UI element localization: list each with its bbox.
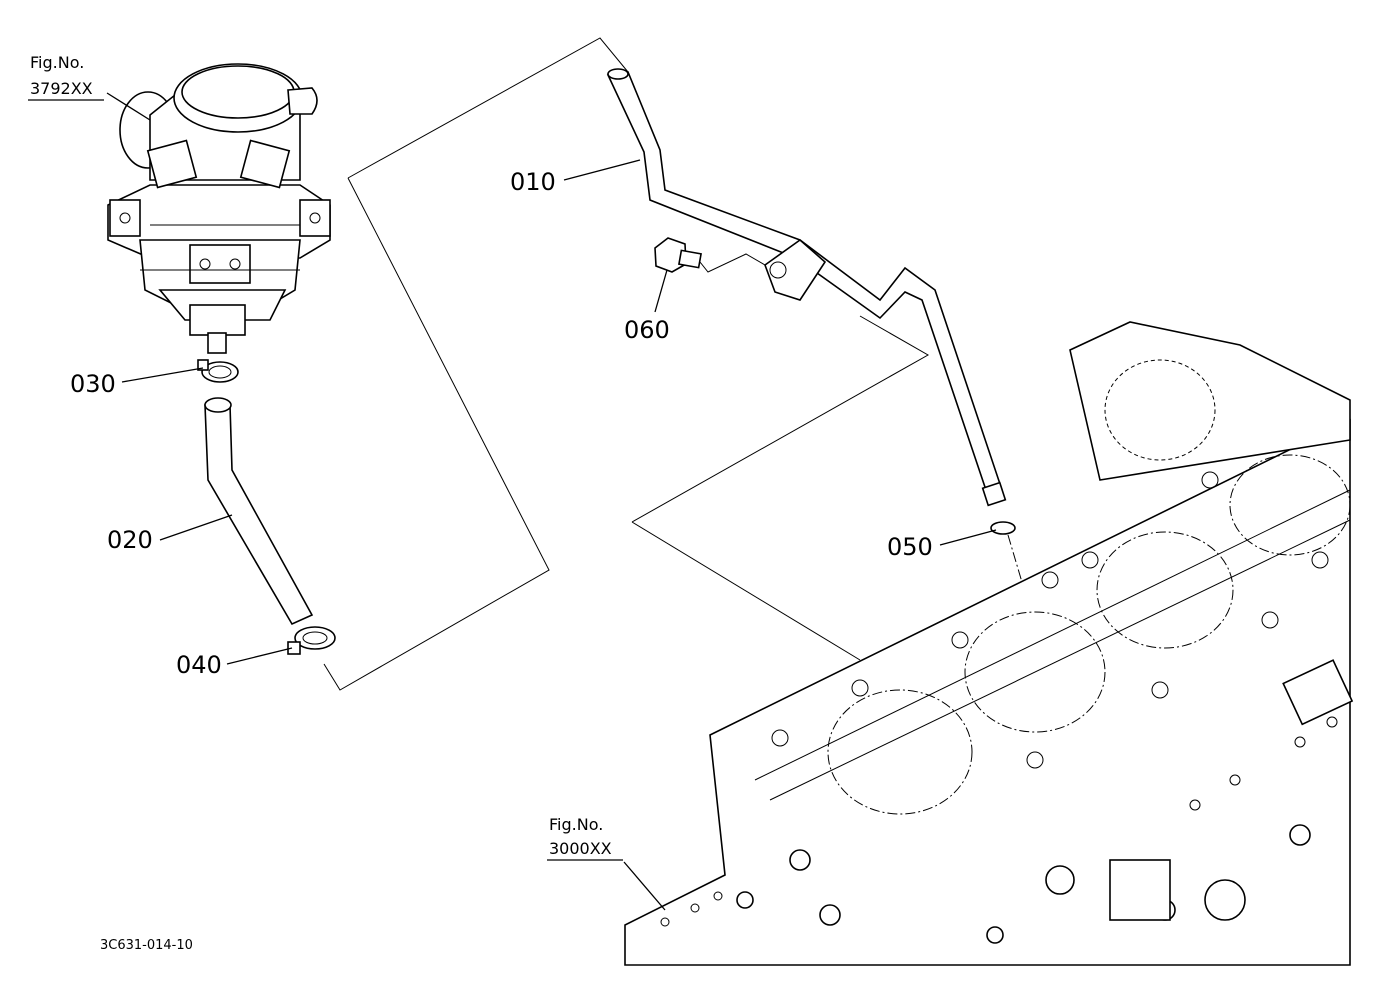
callout-040[interactable]: 040 xyxy=(176,651,222,679)
cylinder-head xyxy=(624,321,1354,966)
hose-020 xyxy=(204,397,314,626)
clamp-030 xyxy=(197,359,239,383)
fig-ref-bottom-number[interactable]: 3000XX xyxy=(549,839,612,858)
callout-020[interactable]: 020 xyxy=(107,526,153,554)
callout-030[interactable]: 030 xyxy=(70,370,116,398)
callout-050[interactable]: 050 xyxy=(887,533,933,561)
breather-assembly xyxy=(107,63,331,354)
callout-060[interactable]: 060 xyxy=(624,316,670,344)
leader-lines xyxy=(28,92,997,911)
fig-ref-top-title: Fig.No. xyxy=(30,53,84,72)
assembly-frame-lines xyxy=(323,37,930,691)
bolt-060 xyxy=(654,237,766,273)
pipe-010 xyxy=(606,68,1007,507)
callout-010[interactable]: 010 xyxy=(510,168,556,196)
fig-ref-bottom-title: Fig.No. xyxy=(549,815,603,834)
fig-ref-top-number[interactable]: 3792XX xyxy=(30,79,93,98)
clamp-040 xyxy=(287,626,336,655)
drawing-code: 3C631-014-10 xyxy=(100,938,193,953)
